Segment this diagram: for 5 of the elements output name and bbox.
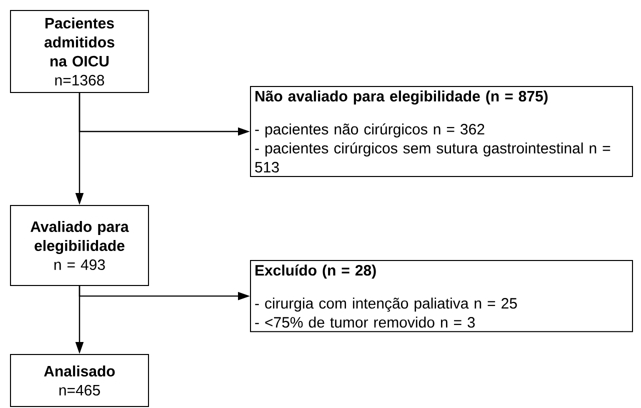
info-box: Excluído (n = 28) - cirurgia com intenção paliativa n = 25 - <75% de tumor removido n = 3: [250, 260, 633, 332]
process-box: Analisado n=465: [10, 354, 149, 407]
info-box: Não avaliado para elegibilidade (n = 875) - pacientes não cirúrgicos n = 362 - pacientes cirúrgicos sem sutura gastrointestinal n = 513: [250, 86, 633, 178]
process-box: Avaliado para elegibilidade n = 493: [10, 205, 149, 286]
process-box: Pacientes admitidos na OICU n=1368: [10, 10, 149, 93]
